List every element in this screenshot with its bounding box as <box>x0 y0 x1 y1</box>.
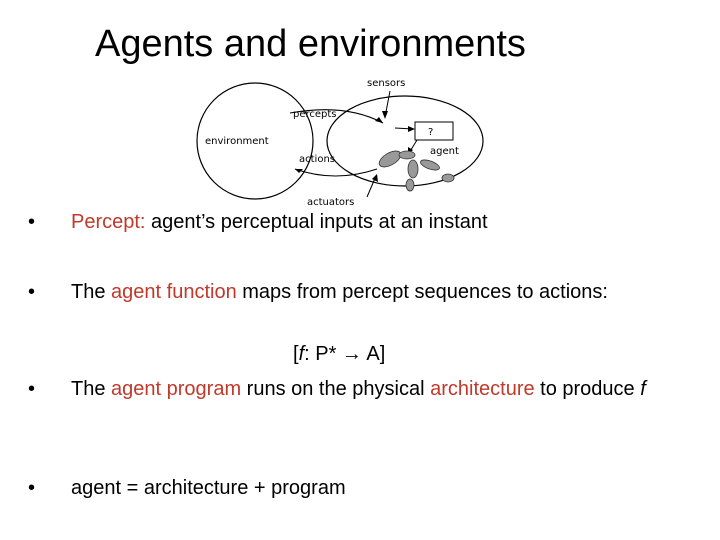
actions-arrow <box>294 168 378 177</box>
agent-ellipse <box>326 95 484 187</box>
agent-function-box <box>414 121 454 141</box>
percepts-label: percepts <box>293 109 337 120</box>
term-agent-program: agent program <box>111 378 242 400</box>
agent-function-formula: [f: P* → A] <box>293 343 386 365</box>
bullet-dot: • <box>28 281 36 303</box>
sensors-label: sensors <box>367 78 405 89</box>
robot-figure <box>378 150 455 192</box>
agent-label: agent <box>430 146 459 157</box>
environment-circle <box>196 82 314 200</box>
term-agent-function: agent function <box>111 281 237 303</box>
actions-label: actions <box>299 154 335 165</box>
bullet-dot: • <box>28 378 36 400</box>
bullet-dot: • <box>28 477 36 499</box>
term-architecture: architecture <box>430 378 535 400</box>
question-label: ? <box>428 127 433 138</box>
agent-environment-diagram: sensors percepts environment actions ? a… <box>196 78 484 208</box>
term-percept: Percept: <box>71 211 146 233</box>
slide-title: Agents and environments <box>95 23 526 65</box>
bullet-dot: • <box>28 211 36 233</box>
percepts-arrow <box>289 109 384 124</box>
environment-label: environment <box>205 136 269 147</box>
actuators-label: actuators <box>307 197 354 208</box>
